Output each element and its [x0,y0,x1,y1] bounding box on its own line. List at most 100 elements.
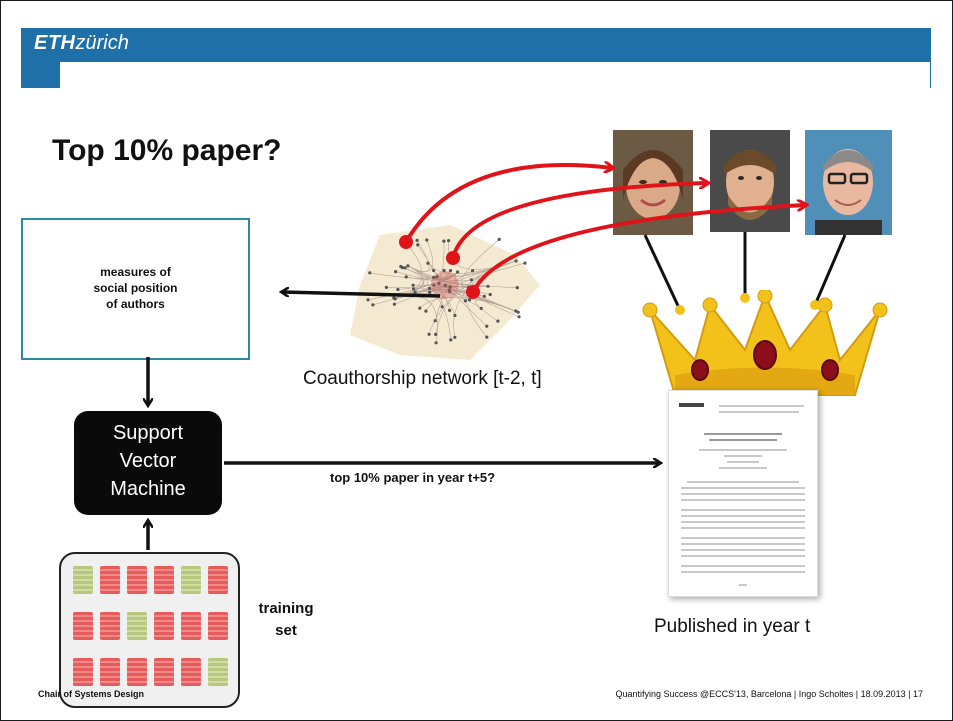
network-node [485,324,489,328]
network-node [437,281,441,286]
network-edge [407,265,450,311]
network-edge [435,285,489,335]
network-node [426,261,430,265]
network-node [427,286,432,290]
measures-text: measures of social position of authors [93,265,178,311]
network-to-measures-arrow [282,292,441,298]
network-node [514,259,518,263]
network-node [448,308,452,312]
author-node-1 [399,235,413,249]
network-edge [407,239,434,272]
red-arrow-2 [451,183,707,259]
network-edge [433,277,518,288]
network-node [393,297,397,301]
svm-label: Support Vector Machine [110,422,186,500]
training-paper [100,566,120,594]
published-label: Published in year t [654,616,811,637]
network-node [425,238,429,242]
network-node [482,294,486,298]
network-node [428,290,432,294]
training-paper [208,612,228,640]
network-node [433,319,437,323]
network-node [516,310,520,314]
network-node [485,335,489,339]
network-node [463,299,467,303]
network-hub [431,271,459,299]
network-node [418,306,422,310]
training-paper [208,566,228,594]
red-arrow-3 [471,205,805,293]
training-paper [154,566,174,594]
network-edge [433,284,516,312]
network-node [413,290,417,294]
network-node [434,332,438,336]
network-node [448,285,452,289]
training-paper [181,612,201,640]
network-edge [397,271,458,290]
network-node [371,303,375,307]
network-node [471,269,475,273]
network-node [427,332,431,336]
network-node [514,309,518,313]
network-node [442,268,446,273]
network-edge [369,271,458,279]
measures-box: measures of social position of authors [21,218,250,360]
footer-info: Quantifying Success @ECCS'13, Barcelona … [615,689,923,699]
training-label: training set [258,600,314,639]
training-paper [181,658,201,686]
network-node [442,239,446,243]
network-node [440,305,444,309]
prediction-label: top 10% paper in year t+5? [330,470,496,485]
training-paper [100,612,120,640]
network-node [467,298,472,302]
footer-chair: Chair of Systems Design [38,689,145,699]
network-node [424,309,428,313]
network-node [449,338,453,342]
network-node [479,306,483,310]
training-paper [73,566,93,594]
network-edge [461,239,500,288]
network-node [399,264,403,269]
network-node [496,319,500,323]
author-photo-2 [710,130,790,232]
network-node [384,285,388,289]
network-node [447,288,451,292]
logo-bold: ETH [34,32,76,54]
network-node [411,287,416,291]
network-node [517,315,521,319]
network-node [432,275,436,279]
network-node [443,283,447,287]
training-paper [208,658,228,686]
author-photo-3 [805,130,892,235]
network-label: Coauthorship network [t-2, t] [303,368,542,389]
training-paper [127,658,147,686]
network-node [396,287,400,292]
network-node [416,243,420,247]
network-node [497,237,501,241]
red-arrow-1 [404,165,612,244]
published-paper [668,390,818,597]
network-node [448,269,453,273]
training-set-box [59,552,240,708]
network-node [453,313,457,318]
svm-box: Support Vector Machine [74,411,222,515]
training-paper [73,612,93,640]
eth-logo: ETHzürich [34,32,129,55]
network-node [432,268,436,273]
network-node [432,283,436,287]
network-node [515,286,519,290]
network-node [368,271,372,275]
training-paper [127,566,147,594]
author-node-3 [466,285,480,299]
network-node [406,264,410,268]
network-node [488,292,492,297]
network-node [394,270,398,274]
network-node [434,341,438,345]
training-paper [127,612,147,640]
training-paper [154,612,174,640]
training-paper [181,566,201,594]
network-node [404,275,408,279]
network-node [392,302,396,306]
